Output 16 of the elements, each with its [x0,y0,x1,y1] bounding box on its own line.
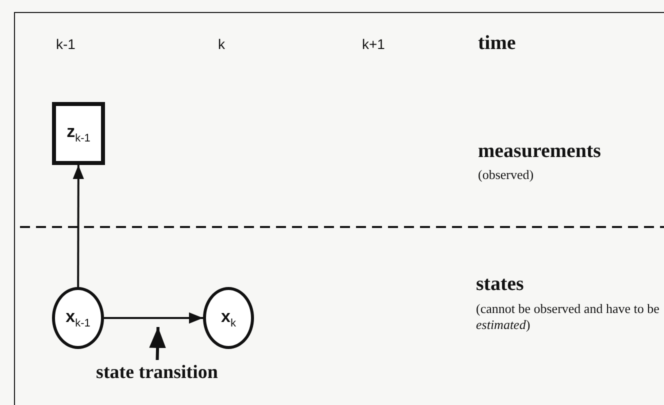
arrow [104,312,203,324]
node-label: z$_{k-1}$ [66,122,90,145]
node-label: x$_{k}$ [221,306,236,330]
node-label: x$_{k-1}$ [66,306,90,330]
time-step-label: k+1 [362,36,385,52]
row-heading: time [478,32,516,55]
row-heading: measurements [478,140,601,163]
row-note: (observed) [478,167,534,183]
arrow [72,165,84,287]
measurement-box [52,102,105,165]
row-heading: states [476,273,524,296]
annotation-text: state transition [96,362,218,384]
leader-arrow [149,326,166,360]
time-step-label: k-1 [56,36,76,52]
row-note: (cannot be observed and have to be estimated) [476,301,660,333]
time-step-label: k [218,36,225,52]
